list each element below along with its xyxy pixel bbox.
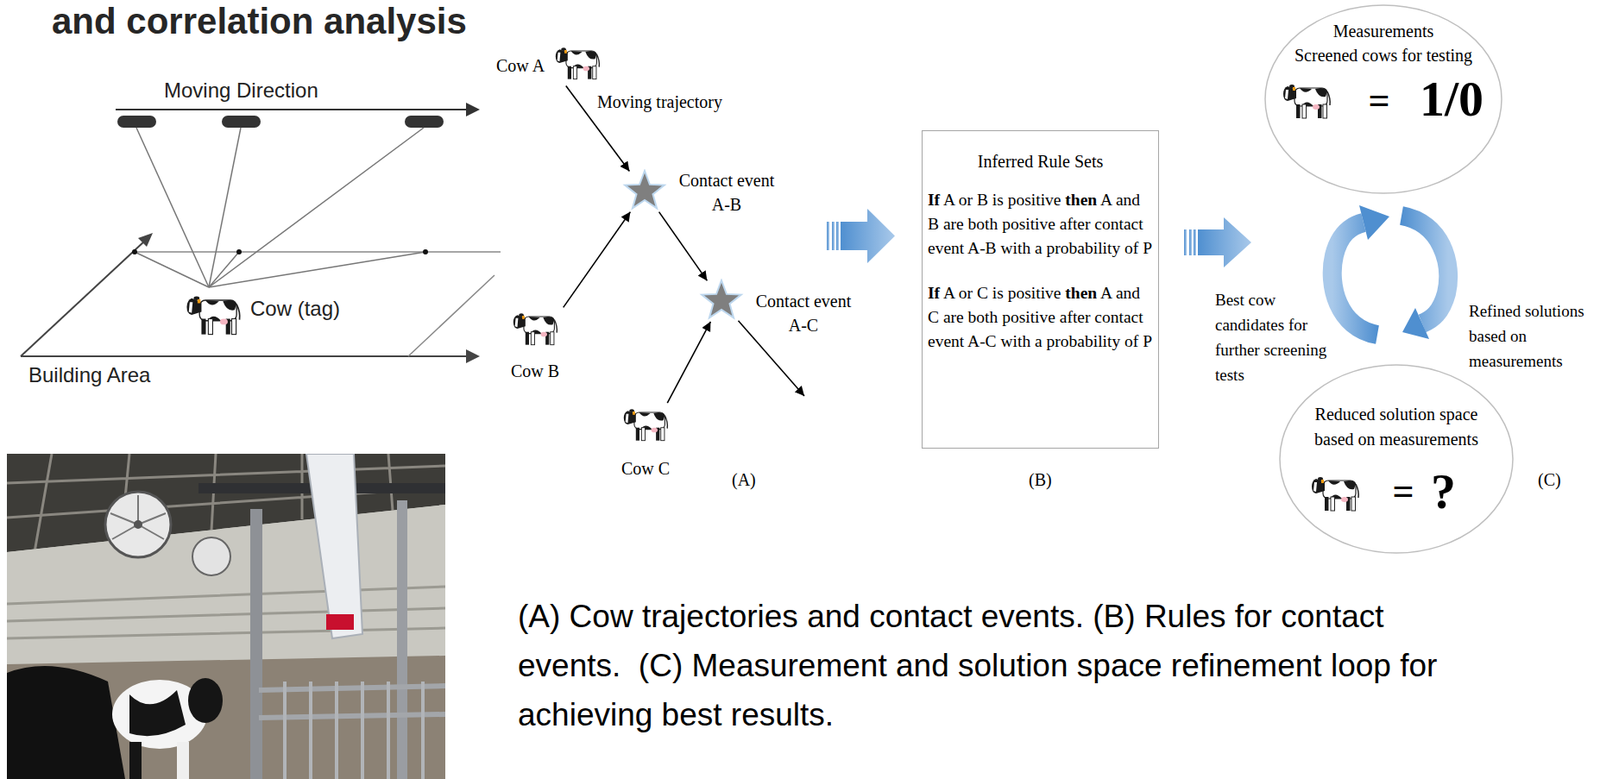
contact-star: [701, 280, 742, 318]
floor-edge: [132, 251, 501, 253]
keyword: If: [927, 283, 940, 303]
keyword: then: [1064, 190, 1097, 209]
anchor-tag: [117, 115, 157, 128]
cow-icon: [1311, 477, 1359, 511]
label: (B): [1028, 469, 1052, 492]
label: Cow (tag): [250, 296, 341, 322]
label: Moving trajectory: [597, 91, 723, 114]
rule-text: If A or C is positive then A and C are b…: [927, 281, 1153, 354]
cow-label: Cow B: [507, 360, 563, 383]
cow-icon: [186, 296, 240, 335]
rule-box: Inferred Rule Sets If A or B is positive …: [921, 130, 1160, 449]
ellipse-outline: [1265, 5, 1502, 194]
contact-event: Contact event A-C: [699, 273, 863, 329]
cow-icon: [623, 409, 668, 441]
direction-line: [115, 108, 468, 111]
trajectory-arrow: [659, 212, 708, 282]
keyword: If: [927, 190, 940, 209]
cow-icon: [553, 43, 602, 83]
cow-icon: [621, 404, 670, 445]
value-symbol: 1/0: [1419, 74, 1484, 125]
measurement-ellipse: MeasurementsScreened cows for testing = 1/…: [1264, 4, 1503, 195]
event-label: Contact event A-C: [747, 289, 860, 338]
value-symbol: ?: [1430, 466, 1456, 517]
cow-node: Cow C: [617, 404, 674, 485]
label: Moving Direction: [163, 77, 319, 104]
caption: (A) Cow trajectories and contact events.…: [517, 592, 1450, 740]
anchor-tag: [221, 115, 261, 128]
label: Refined solutions based on measurements: [1468, 298, 1597, 374]
title: and correlation analysis: [51, 1, 467, 42]
contact-star: [699, 278, 744, 324]
arrow-head: [466, 349, 480, 364]
label: Best cow candidates for further screenin…: [1215, 287, 1345, 388]
box-heading: Inferred Rule Sets: [927, 150, 1153, 173]
rule-text: If A or B is positive then A and B are b…: [927, 188, 1153, 261]
label: (C): [1537, 469, 1562, 492]
anchor-tag: [404, 115, 444, 128]
cow-icon: [510, 308, 560, 349]
cow-icon: [555, 47, 600, 79]
cycle-arrow: [1332, 205, 1390, 335]
cow-icon: [1309, 472, 1361, 515]
floor-dot: [422, 249, 429, 255]
contact-event: Contact event A-B: [622, 163, 787, 220]
block-arrow: [826, 208, 895, 264]
arrow-head: [466, 102, 480, 117]
ellipse-text: Screened cows for testing: [1264, 43, 1503, 69]
cow-label: Cow C: [617, 458, 674, 480]
equals-sign: =: [1381, 472, 1425, 511]
measurement-ellipse: Reduced solution space based on measurem…: [1278, 364, 1514, 555]
event-label: Contact event A-B: [670, 168, 783, 217]
contact-star: [624, 170, 665, 208]
cow-icon: [1283, 84, 1330, 119]
trajectory-arrow: [667, 321, 711, 404]
barn-photo: [6, 453, 446, 779]
cow-node: Cow A: [496, 41, 602, 85]
ellipse-text: Measurements: [1264, 18, 1503, 45]
floor-dot: [236, 249, 242, 255]
building-illustration: [20, 102, 501, 364]
keyword: then: [1064, 283, 1097, 303]
equals-sign: =: [1357, 81, 1401, 120]
cycle-arrow: [1401, 215, 1449, 340]
ellipse-text: Reduced solution space based on measurem…: [1305, 402, 1487, 453]
trajectory-arrow: [563, 212, 631, 309]
floor-edge: [408, 275, 495, 357]
cow-node: Cow B: [507, 308, 563, 387]
arrow-head: [138, 233, 153, 247]
block-arrow: [1184, 217, 1252, 268]
signal-lines: [134, 127, 426, 288]
ellipse-outline: [1278, 364, 1514, 555]
floor-edge: [20, 240, 145, 357]
contact-star: [622, 169, 668, 215]
cow-icon: [1280, 80, 1333, 122]
cow-label: Cow A: [496, 55, 545, 77]
cow-icon: [513, 313, 558, 345]
label: (A): [731, 469, 756, 492]
floor-dot: [132, 249, 138, 255]
floor-edge: [20, 355, 468, 358]
ellipse-outline: [1279, 365, 1513, 554]
label: Building Area: [28, 362, 151, 389]
